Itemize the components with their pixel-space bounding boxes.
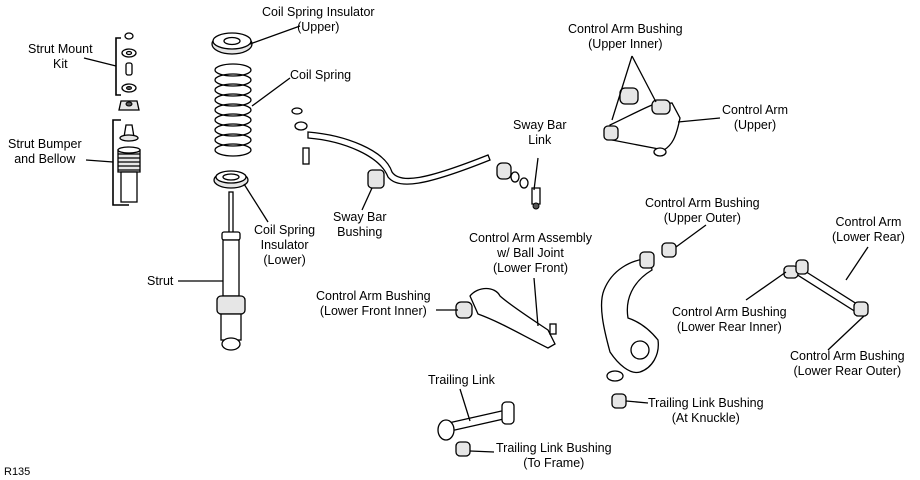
coil-spring-insulator-lower	[213, 170, 249, 189]
coil-spring-insulator-upper	[211, 32, 253, 55]
reference-code: R135	[4, 466, 31, 478]
label-strut: Strut	[147, 274, 174, 288]
upper-outer-bushing	[661, 242, 677, 258]
knuckle	[600, 251, 659, 382]
control-arm-lower-rear	[783, 259, 869, 317]
trailing-link-bushing-knuckle	[611, 393, 627, 409]
label-control-arm-upper: Control Arm(Upper)	[722, 103, 788, 132]
label-control-arm-bushing-upper-inner: Control Arm Bushing(Upper Inner)	[568, 22, 683, 51]
label-control-arm-bushing-lower-front-inner: Control Arm Bushing(Lower Front Inner)	[316, 289, 431, 318]
label-coil-spring: Coil Spring	[290, 68, 352, 82]
sway-bar-link	[496, 162, 541, 210]
sway-bar	[291, 107, 491, 189]
label-control-arm-bushing-lower-rear-outer: Control Arm Bushing(Lower Rear Outer)	[790, 349, 905, 378]
mount-kit-bracket	[115, 37, 121, 96]
label-control-arm-bushing-lower-rear-inner: Control Arm Bushing(Lower Rear Inner)	[672, 305, 787, 334]
label-trailing-link: Trailing Link	[428, 373, 495, 387]
strut-mount-kit-parts	[118, 32, 140, 111]
control-arm-upper	[603, 87, 681, 157]
strut-bumper-and-bellow	[117, 124, 141, 203]
bumper-bracket	[112, 119, 129, 206]
label-trailing-link-bushing-frame: Trailing Link Bushing(To Frame)	[496, 441, 612, 470]
strut	[216, 191, 246, 351]
label-coil-spring-insulator-upper: Coil Spring Insulator(Upper)	[262, 5, 375, 34]
label-control-arm-bushing-upper-outer: Control Arm Bushing(Upper Outer)	[645, 196, 760, 225]
coil-spring	[214, 63, 252, 157]
label-control-arm-lower-rear: Control Arm(Lower Rear)	[832, 215, 905, 244]
leader-lines	[83, 25, 869, 453]
label-trailing-link-bushing-knuckle: Trailing Link Bushing(At Knuckle)	[648, 396, 764, 425]
trailing-link-bushing-frame	[455, 441, 471, 457]
control-arm-lower-front	[455, 287, 557, 349]
trailing-link	[437, 401, 515, 441]
